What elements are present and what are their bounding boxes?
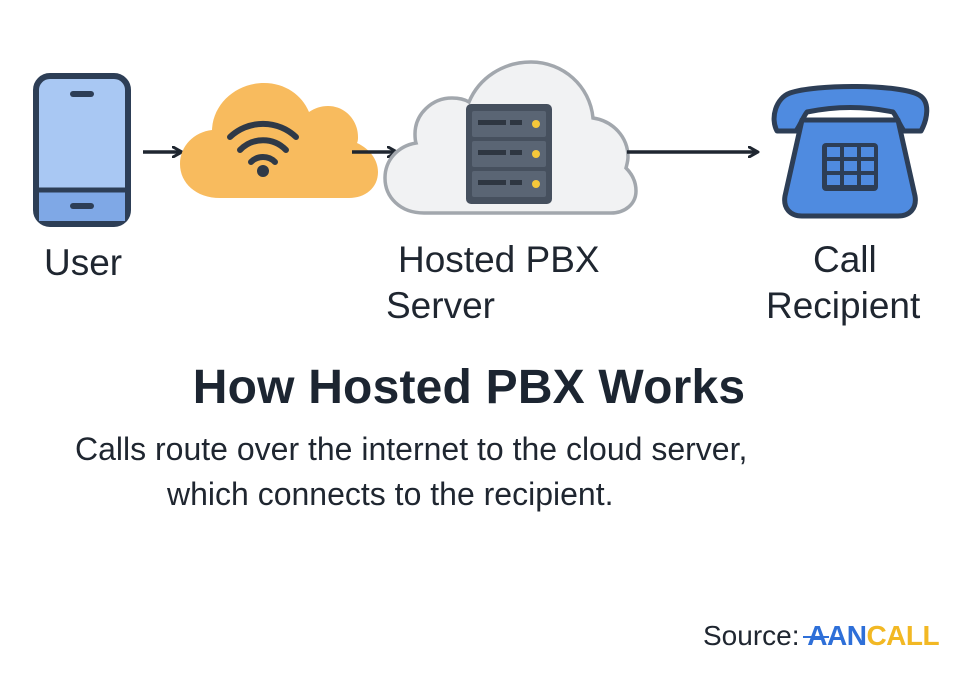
telephone-icon bbox=[771, 84, 930, 219]
status-led-icon bbox=[532, 150, 540, 158]
recipient-label-line1: Call bbox=[813, 239, 877, 280]
diagram-title: How Hosted PBX Works bbox=[192, 361, 746, 414]
brand-part-call: CALL bbox=[866, 620, 940, 651]
description-line2: which connects to the recipient. bbox=[167, 476, 614, 512]
wifi-icon bbox=[227, 120, 299, 165]
brand-part-aan: AAN bbox=[807, 620, 867, 651]
brand-logo: AANCALL bbox=[807, 620, 939, 651]
status-led-icon bbox=[532, 180, 540, 188]
user-label: User bbox=[44, 242, 123, 283]
server-label-line2: Server bbox=[386, 285, 495, 326]
description-line1: Calls route over the internet to the clo… bbox=[75, 431, 748, 467]
source-credit: Source: AANCALL bbox=[703, 620, 940, 652]
server-cloud-icon bbox=[383, 60, 638, 215]
status-led-icon bbox=[532, 120, 540, 128]
internet-cloud-icon bbox=[180, 83, 378, 198]
server-rack-icon bbox=[466, 104, 552, 204]
server-label-line1: Hosted PBX bbox=[398, 239, 600, 280]
recipient-label-line2: Recipient bbox=[766, 285, 921, 326]
smartphone-icon bbox=[33, 73, 131, 227]
source-prefix: Source: bbox=[703, 620, 800, 651]
